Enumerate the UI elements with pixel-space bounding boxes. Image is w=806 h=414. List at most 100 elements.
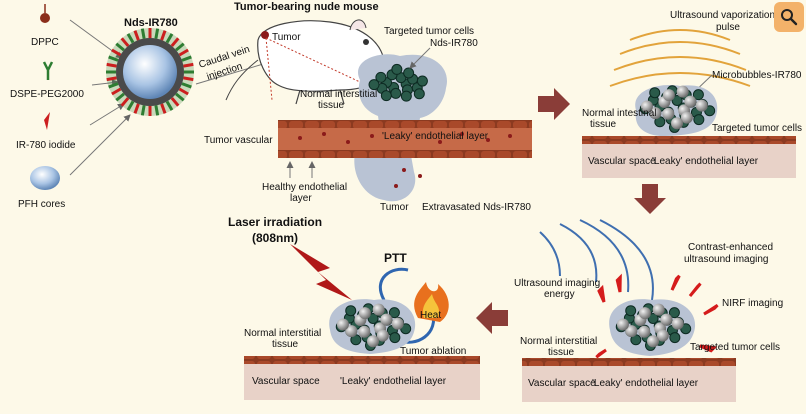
p3-normal-label-1: Normal interstitial	[520, 336, 597, 347]
particle-spike	[181, 55, 192, 62]
p4-tumor	[329, 299, 416, 354]
nirf-ray	[688, 282, 702, 297]
particle-spike	[165, 33, 174, 44]
particle-spike	[115, 42, 125, 52]
tumor-cell	[669, 332, 681, 344]
p1-healthy-label-1: Healthy endothelial	[262, 182, 347, 193]
particle-spike	[111, 48, 122, 57]
tumor-cell	[391, 63, 403, 75]
nirf-ray	[670, 274, 681, 291]
p2-microbubbles-label: Microbubbles-IR780	[712, 70, 802, 81]
microbubble	[676, 85, 689, 98]
pfh-label: PFH cores	[18, 199, 65, 210]
p1-vascular-label: Tumor vascular	[204, 135, 273, 146]
nds-dot	[418, 174, 422, 178]
nds-ir780-particle	[106, 28, 194, 116]
p3-us-waves	[539, 219, 654, 301]
p1-targeted-label: Targeted tumor cells	[384, 26, 474, 37]
p3-tumor	[595, 273, 719, 359]
p2-vascular-label: Vascular space	[588, 156, 656, 167]
microbubble	[380, 313, 393, 326]
particle-spike	[108, 82, 119, 89]
p2-normal-label-2: tissue	[590, 119, 617, 130]
microbubble	[372, 303, 385, 316]
p2-vessel	[582, 136, 796, 178]
nds-dot	[370, 134, 374, 138]
step-arrow-right	[538, 88, 570, 120]
nirf-ray	[597, 284, 606, 303]
nds-dot	[486, 138, 490, 142]
tumor-cell	[413, 88, 425, 100]
tumor-cell	[403, 67, 415, 79]
search-button[interactable]	[774, 2, 804, 32]
particle-spike	[175, 42, 185, 52]
p4-laser-label-1: Laser irradiation	[228, 215, 322, 229]
p1-normal-label-2: tissue	[318, 100, 345, 111]
p4-leaky-label: 'Leaky' endothelial layer	[340, 376, 447, 387]
p1-healthy-label-2: layer	[290, 193, 312, 204]
nirf-ray	[595, 348, 607, 359]
nirf-ray	[615, 273, 622, 293]
microbubble	[695, 99, 708, 112]
p2-us-label-1: Ultrasound vaporization	[670, 10, 775, 21]
mouse-label: Tumor-bearing nude mouse	[234, 1, 379, 13]
tumor-cell	[647, 312, 659, 324]
p1-leaky-label: 'Leaky' endothelial layer	[382, 131, 489, 142]
nds-dot	[402, 168, 406, 172]
step-arrow-down	[634, 184, 666, 214]
ir780-icon	[44, 112, 50, 130]
nds-label: Nds-IR780	[124, 17, 178, 29]
p4-ablation-label: Tumor ablation	[400, 346, 466, 357]
microbubble	[671, 117, 684, 130]
microbubble	[662, 89, 675, 102]
microbubble	[652, 303, 665, 316]
p1-tumor	[354, 54, 447, 202]
p3-vascular-label: Vascular space	[528, 378, 596, 389]
nds-dot	[346, 140, 350, 144]
mouse-tumor-label: Tumor	[272, 32, 301, 43]
p2-us-label-2: pulse	[716, 22, 740, 33]
p3-imaging-label-1: Ultrasound imaging	[514, 278, 600, 289]
microbubble	[638, 325, 651, 338]
tumor-cell	[649, 87, 661, 99]
tumor-cell	[668, 307, 680, 319]
p3-contrast-label-1: Contrast-enhanced	[688, 242, 773, 253]
nds-dot	[508, 134, 512, 138]
microbubble	[640, 100, 653, 113]
p4-vessel	[244, 356, 480, 400]
p2-us-waves	[609, 29, 751, 87]
particle-spike	[140, 105, 146, 116]
microbubble	[662, 107, 675, 120]
particle-spike	[154, 105, 160, 116]
p4-laser-label-2: (808nm)	[252, 231, 298, 245]
p1-extravasated-label: Extravasated Nds-IR780	[422, 202, 531, 213]
microbubble	[616, 318, 629, 331]
p1-vessel	[278, 120, 532, 188]
tumor-cell	[400, 90, 412, 102]
microbubble	[391, 317, 404, 330]
tumor-cell	[380, 90, 392, 102]
particle-spike	[106, 76, 117, 82]
dspe-label: DSPE-PEG2000	[10, 89, 84, 100]
microbubble	[649, 107, 662, 120]
tumor-cell	[671, 94, 683, 106]
flame-icon	[414, 282, 449, 322]
nds-dot	[438, 140, 442, 144]
p3-normal-label-2: tissue	[548, 347, 575, 358]
p4-normal-label-2: tissue	[272, 339, 299, 350]
microbubble	[336, 318, 349, 331]
particle-spike	[115, 92, 125, 102]
particle-spike	[111, 87, 122, 96]
tumor-cell	[389, 332, 401, 344]
p3-imaging-label-2: energy	[544, 289, 575, 300]
nds-dot	[394, 184, 398, 188]
p3-leaky-label: 'Leaky' endothelial layer	[592, 378, 699, 389]
particle-spike	[126, 100, 135, 111]
p3-contrast-label-2: ultrasound imaging	[684, 254, 769, 265]
microbubble	[345, 325, 358, 338]
microbubble	[684, 95, 697, 108]
p4-ptt-label: PTT	[384, 251, 407, 265]
step-arrow-left	[476, 302, 508, 334]
